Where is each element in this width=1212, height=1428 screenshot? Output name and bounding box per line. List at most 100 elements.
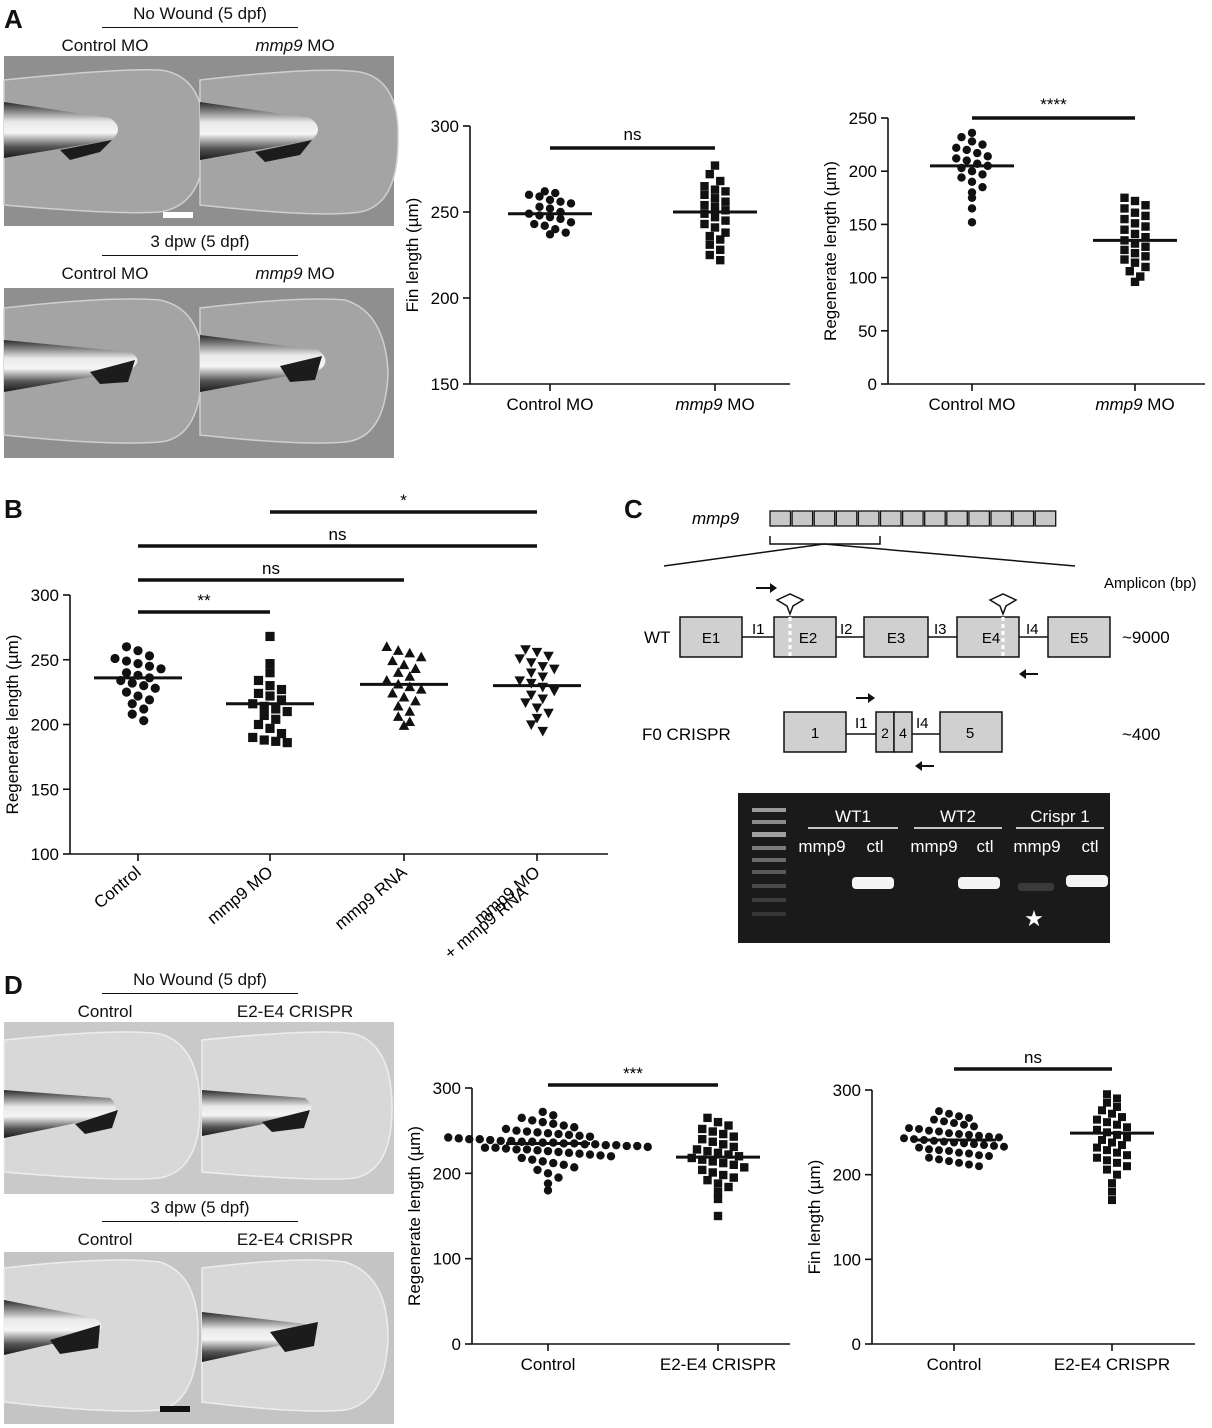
panel-d-label-crispr-2: E2-E4 CRISPR: [236, 1230, 354, 1249]
panel-letter-d: D: [4, 970, 23, 1000]
data-point: [520, 645, 531, 655]
data-point: [548, 686, 560, 697]
wt-exon-e1: E1: [679, 616, 743, 658]
crispr-exon-2: 2: [875, 711, 895, 753]
data-point: [708, 1157, 717, 1166]
data-point: [591, 1140, 600, 1149]
data-point: [387, 655, 398, 666]
crispr-exon-1: 1: [783, 711, 847, 753]
data-point: [501, 1124, 511, 1134]
data-point: [633, 1141, 642, 1151]
data-point: [724, 1150, 733, 1159]
data-point: [713, 1194, 723, 1204]
header-rule: [102, 1221, 298, 1222]
data-point: [978, 170, 987, 179]
data-point: [1103, 1156, 1111, 1165]
data-point: [1093, 1125, 1101, 1134]
crispr-intron-i4: I4: [916, 715, 929, 732]
data-point: [554, 1147, 563, 1157]
data-point: [724, 1121, 733, 1130]
data-point: [1093, 1143, 1101, 1152]
data-point: [276, 728, 287, 739]
data-point: [729, 1173, 738, 1182]
gene-exon-box: [924, 510, 946, 527]
data-point: [121, 642, 132, 652]
data-point: [543, 1129, 553, 1138]
data-point: [990, 1141, 998, 1150]
svg-text:1: 1: [811, 725, 819, 742]
data-point: [454, 1134, 463, 1143]
data-point: [549, 1111, 558, 1120]
data-point: [150, 683, 160, 693]
micrograph-d-control-3dpw: [3, 1252, 202, 1424]
data-point: [952, 143, 961, 152]
data-point: [721, 216, 730, 225]
data-point: [556, 214, 565, 224]
y-axis-label: Fin length (µm): [805, 1160, 824, 1275]
data-point: [940, 1117, 948, 1126]
y-tick-label: 100: [433, 1250, 461, 1269]
data-point: [1108, 1196, 1116, 1205]
x-tick-label: Control: [90, 863, 144, 913]
data-point: [133, 659, 143, 669]
data-point: [1113, 1094, 1121, 1103]
data-point: [1130, 196, 1140, 206]
data-point: [975, 1131, 983, 1140]
micrograph-d-crispr-nowound: [201, 1022, 394, 1194]
data-point: [548, 664, 560, 675]
data-point: [404, 647, 416, 658]
data-point: [967, 167, 977, 176]
data-point: [282, 706, 292, 717]
data-point: [522, 1145, 532, 1154]
data-point: [531, 703, 543, 714]
data-point: [1130, 208, 1140, 217]
micrograph-a-control-nowound: [3, 56, 206, 226]
data-point: [1103, 1098, 1111, 1107]
data-point: [543, 1169, 553, 1178]
data-point: [1098, 1106, 1106, 1115]
significance-label: ****: [1040, 95, 1067, 114]
y-axis-label: Regenerate length (µm): [3, 635, 22, 815]
data-point: [1120, 255, 1129, 264]
data-point: [700, 200, 709, 210]
panel-d-label-control: Control: [77, 1002, 133, 1021]
significance-label: ***: [623, 1064, 643, 1083]
data-point: [729, 1160, 738, 1169]
data-point: [265, 691, 275, 701]
data-point: [1108, 1179, 1116, 1188]
bracket: [769, 536, 881, 545]
data-point: [970, 1122, 978, 1131]
gel-band-wt2-ctl: [958, 877, 1000, 889]
panel-letter-b: B: [4, 494, 23, 524]
data-point: [398, 659, 410, 670]
data-point: [496, 1136, 505, 1146]
micrograph-a-mmp9-nowound: [199, 56, 399, 226]
data-point: [1141, 252, 1150, 261]
data-point: [716, 235, 725, 244]
data-point: [643, 1142, 652, 1152]
data-point: [517, 1153, 526, 1163]
data-point: [133, 646, 143, 656]
data-point: [271, 736, 281, 746]
y-tick-label: 150: [31, 780, 59, 799]
data-point: [259, 701, 269, 711]
data-point: [271, 704, 281, 714]
wt-intron-i1: I1: [752, 621, 765, 638]
wt-exon-e2: E2: [773, 616, 837, 658]
y-axis-label: Regenerate length (µm): [821, 161, 840, 341]
panel-a-header-3dpw: 3 dpw (5 dpf): [150, 232, 250, 251]
data-point: [729, 1142, 738, 1152]
data-point: [710, 194, 720, 203]
gene-exon-box: [901, 510, 924, 527]
gene-exon-box: [946, 510, 968, 527]
data-point: [259, 710, 269, 721]
significance-label: ns: [329, 525, 347, 544]
data-point: [1123, 1123, 1131, 1132]
data-point: [465, 1135, 474, 1144]
y-tick-label: 200: [433, 1164, 461, 1183]
svg-text:2: 2: [881, 725, 889, 741]
data-point: [1103, 1165, 1111, 1174]
y-tick-label: 0: [452, 1335, 461, 1354]
data-point: [962, 156, 971, 165]
